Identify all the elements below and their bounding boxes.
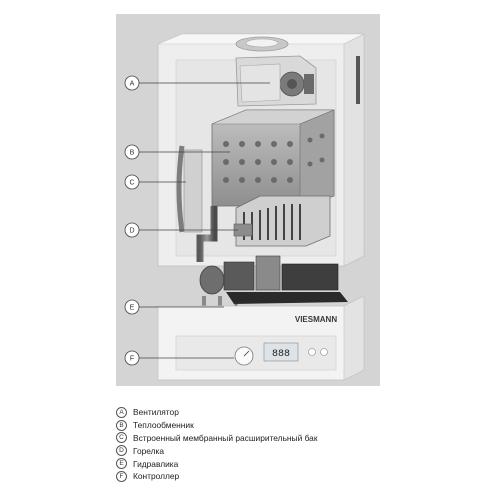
- callout-marker: B: [124, 144, 140, 160]
- control-button-icon: [320, 348, 328, 356]
- hydraulic-block: [199, 255, 348, 326]
- leader-lines: [139, 82, 270, 359]
- svg-text:B: B: [130, 150, 135, 157]
- burner: [233, 195, 331, 247]
- boiler-cutaway-figure: 888 VIESMANN A B C D E: [116, 14, 380, 386]
- svg-text:A: A: [130, 81, 135, 88]
- callout-marker: F: [124, 350, 140, 366]
- fan: [235, 55, 317, 107]
- legend-label: Теплообменник: [133, 420, 194, 431]
- svg-text:E: E: [130, 305, 135, 312]
- legend-item: D Горелка: [116, 444, 416, 457]
- legend-item: C Встроенный мембранный расширительный б…: [116, 432, 416, 445]
- legend-letter: B: [116, 419, 127, 431]
- callout-marker: A: [124, 75, 140, 91]
- callout-marker: E: [124, 299, 140, 315]
- control-panel: 888 VIESMANN: [157, 295, 365, 381]
- callout-marker: C: [124, 174, 140, 190]
- legend-letter: D: [116, 445, 127, 457]
- legend-item: E Гидравлика: [116, 457, 416, 470]
- legend-letter: C: [116, 432, 127, 444]
- legend-label: Вентилятор: [133, 407, 179, 418]
- flue-collar: [235, 36, 289, 52]
- casing-side-label: [356, 56, 360, 104]
- legend-label: Контроллер: [133, 471, 180, 482]
- svg-text:F: F: [130, 356, 134, 363]
- callout-markers: A B C D E F: [124, 75, 140, 366]
- svg-text:C: C: [129, 180, 134, 187]
- svg-text:D: D: [129, 228, 134, 235]
- legend-letter: E: [116, 458, 127, 470]
- legend-item: B Теплообменник: [116, 419, 416, 432]
- heat-exchanger: [211, 109, 335, 207]
- connecting-pipe: [196, 206, 218, 262]
- callout-marker: D: [124, 222, 140, 238]
- legend-item: A Вентилятор: [116, 406, 416, 419]
- display-screen: [263, 342, 299, 362]
- legend-letter: F: [116, 470, 127, 482]
- legend-label: Горелка: [133, 445, 165, 456]
- legend-label: Встроенный мембранный расширительный бак: [133, 432, 318, 443]
- control-button-icon: [308, 348, 316, 356]
- legend-label: Гидравлика: [133, 458, 179, 469]
- display-readout: 888: [272, 349, 290, 360]
- legend: A Вентилятор B Теплообменник C Встроенны…: [116, 406, 416, 483]
- expansion-vessel: [176, 145, 203, 233]
- legend-letter: A: [116, 406, 127, 418]
- legend-item: F Контроллер: [116, 470, 416, 483]
- brand-logo: VIESMANN: [295, 315, 337, 324]
